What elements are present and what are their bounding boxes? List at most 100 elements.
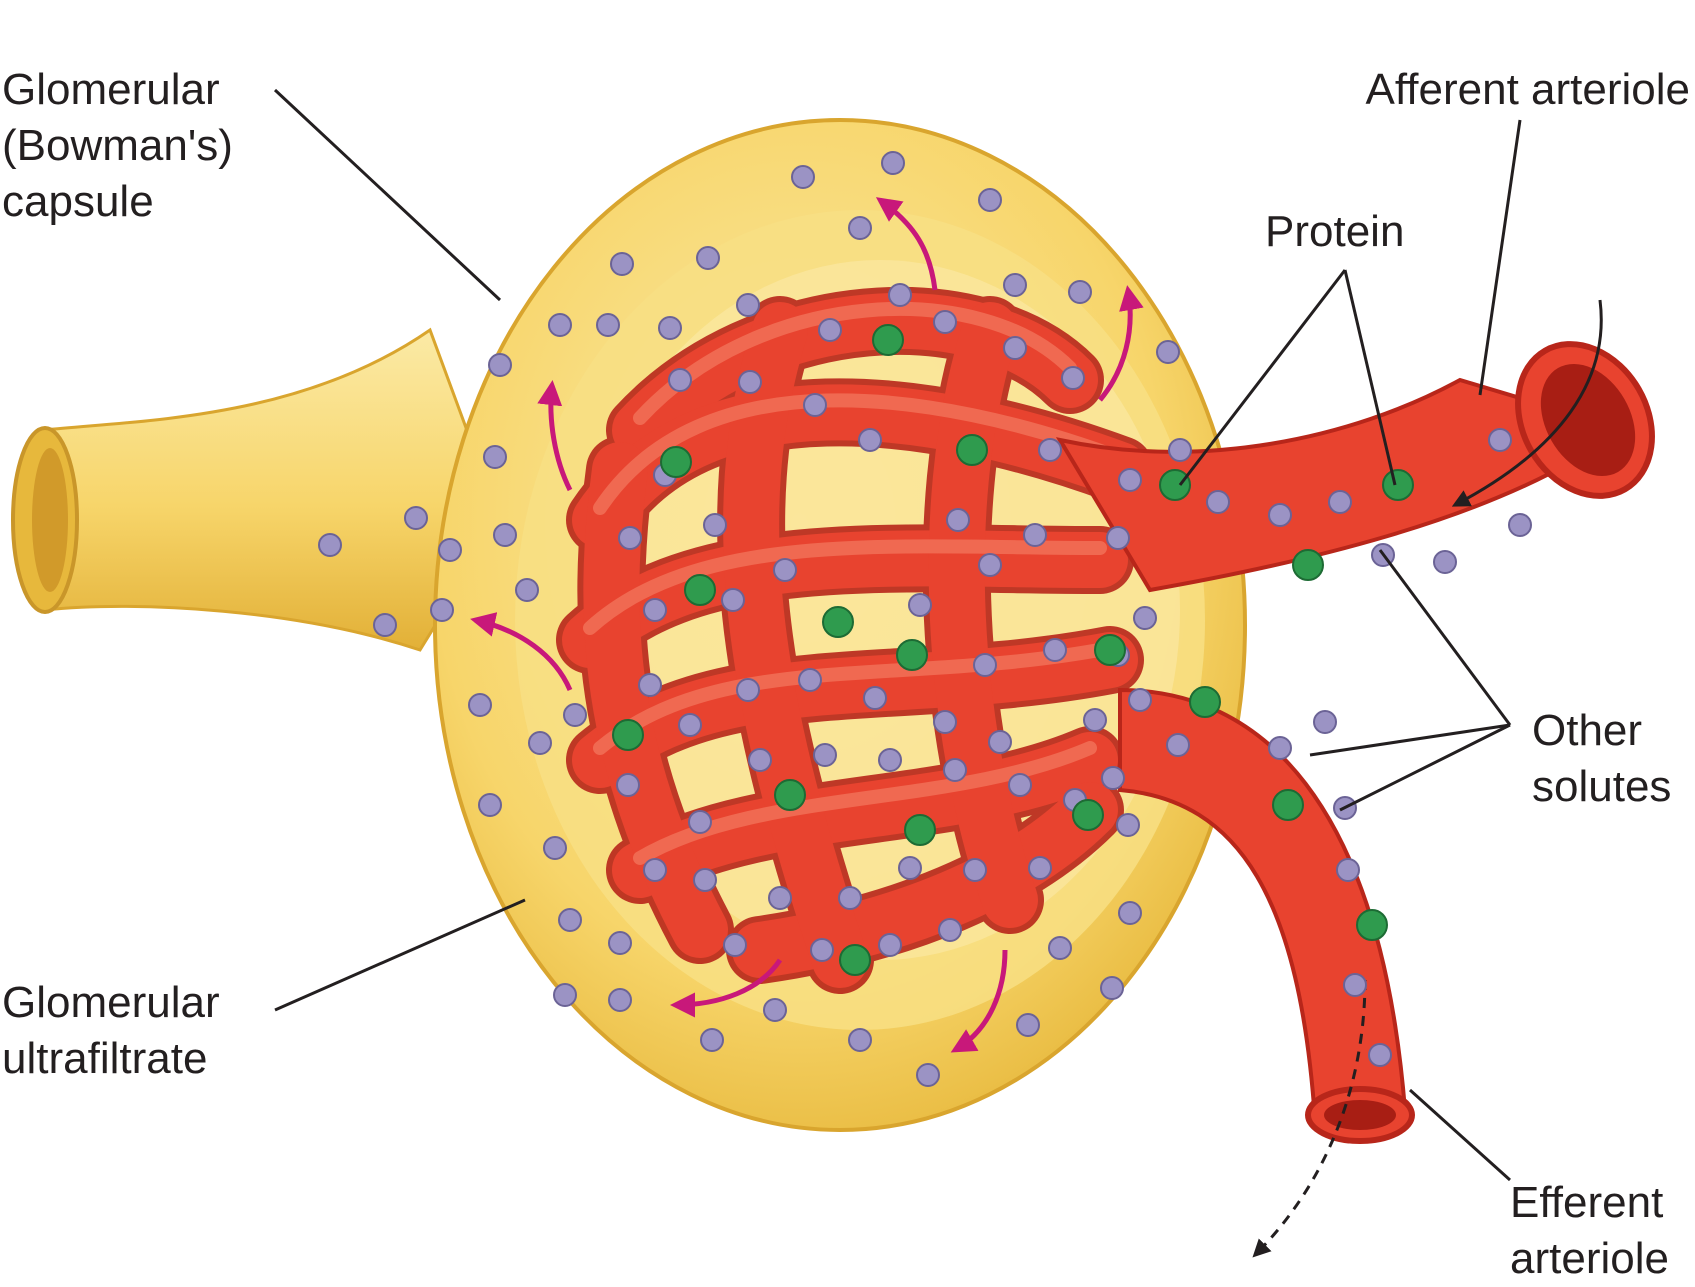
blood-flow-out-arrow: [1252, 979, 1367, 1258]
solute-dot: [988, 730, 1012, 754]
solute-dot: [1043, 638, 1067, 662]
solute-dot: [515, 578, 539, 602]
solute-dot: [668, 368, 692, 392]
label-bowmans-capsule: Glomerular (Bowman's) capsule: [2, 62, 233, 230]
solute-dot: [610, 252, 634, 276]
label-protein: Protein: [1265, 204, 1404, 260]
solute-dot: [736, 678, 760, 702]
solute-dot: [768, 886, 792, 910]
protein-dot: [774, 779, 806, 811]
label-line: solutes: [1532, 762, 1672, 811]
filtration-arrow: [1098, 285, 1144, 402]
solute-dot: [528, 731, 552, 755]
solute-dot: [888, 283, 912, 307]
leader-protein-2: [1343, 269, 1397, 486]
protein-dot: [1272, 789, 1304, 821]
filtration-arrows: [470, 197, 1144, 1053]
solute-dot: [618, 526, 642, 550]
solute-dot: [703, 513, 727, 537]
solute-dot: [1083, 708, 1107, 732]
solute-dot: [1488, 428, 1512, 452]
solute-dot: [818, 318, 842, 342]
label-line: arteriole: [1510, 1234, 1669, 1283]
solute-dot: [848, 216, 872, 240]
protein-dot: [1189, 686, 1221, 718]
solute-dot: [1038, 438, 1062, 462]
protein-dot: [660, 446, 692, 478]
solute-dot: [898, 856, 922, 880]
solute-dot: [916, 1063, 940, 1087]
solute-dot: [908, 593, 932, 617]
label-line: Afferent arteriole: [1365, 65, 1690, 114]
solute-dot: [563, 703, 587, 727]
solute-dot: [596, 313, 620, 337]
solute-dot: [748, 748, 772, 772]
solute-dot: [791, 165, 815, 189]
solute-dot: [1100, 976, 1124, 1000]
solute-dot: [693, 868, 717, 892]
leader-solutes-2: [1309, 723, 1511, 757]
filtration-arrow: [537, 380, 573, 492]
solute-dot: [1023, 523, 1047, 547]
leader-ultrafiltrate: [274, 898, 526, 1012]
solute-dot: [318, 533, 342, 557]
solute-dot: [1101, 766, 1125, 790]
label-line: Glomerular: [2, 978, 220, 1027]
label-line: ultrafiltrate: [2, 1034, 208, 1083]
filtration-arrow: [470, 612, 573, 691]
leader-solutes-1: [1378, 549, 1512, 726]
solute-dot: [1168, 438, 1192, 462]
label-glomerular-ultrafiltrate: Glomerular ultrafiltrate: [2, 975, 220, 1087]
solute-dot: [1128, 688, 1152, 712]
solute-dot: [973, 653, 997, 677]
leader-efferent: [1408, 1088, 1512, 1182]
solute-dot: [638, 673, 662, 697]
solute-dot: [1106, 526, 1130, 550]
solute-dot: [946, 508, 970, 532]
solute-dot: [838, 886, 862, 910]
protein-dot: [839, 944, 871, 976]
solute-dot: [1116, 813, 1140, 837]
solute-dot: [1328, 490, 1352, 514]
solute-dot: [438, 538, 462, 562]
solute-dot: [548, 313, 572, 337]
label-line: Efferent: [1510, 1178, 1664, 1227]
solute-dot: [938, 918, 962, 942]
solute-dot: [1166, 733, 1190, 757]
label-line: Protein: [1265, 207, 1405, 256]
proximal-tubule: [43, 327, 502, 652]
solute-dot: [933, 710, 957, 734]
solute-dot: [1156, 340, 1180, 364]
solute-dot: [858, 428, 882, 452]
solute-dot: [1343, 973, 1367, 997]
solute-dot: [543, 836, 567, 860]
solute-dot: [721, 588, 745, 612]
solute-dot: [978, 553, 1002, 577]
solute-dot: [1433, 550, 1457, 574]
protein-dot: [956, 434, 988, 466]
leader-protein-1: [1178, 269, 1347, 486]
solute-dot: [488, 353, 512, 377]
solute-dot: [798, 668, 822, 692]
solute-dot: [608, 988, 632, 1012]
solute-dot: [1206, 490, 1230, 514]
solute-dot: [810, 938, 834, 962]
label-line: Glomerular: [2, 65, 220, 114]
solute-dot: [616, 773, 640, 797]
solute-dot: [933, 310, 957, 334]
protein-dot: [1356, 909, 1388, 941]
solute-dot: [658, 316, 682, 340]
filtration-arrow: [875, 197, 938, 291]
solute-dot: [803, 393, 827, 417]
solute-dot: [478, 793, 502, 817]
solute-dot: [813, 743, 837, 767]
solute-dot: [1118, 901, 1142, 925]
solute-dot: [404, 506, 428, 530]
capillary-tuft: [556, 286, 1154, 994]
solute-dot: [1068, 280, 1092, 304]
protein-dot: [1382, 469, 1414, 501]
label-afferent-arteriole: Afferent arteriole: [1366, 62, 1690, 118]
solute-dot: [978, 188, 1002, 212]
solute-dot: [1008, 773, 1032, 797]
solute-dot: [863, 686, 887, 710]
